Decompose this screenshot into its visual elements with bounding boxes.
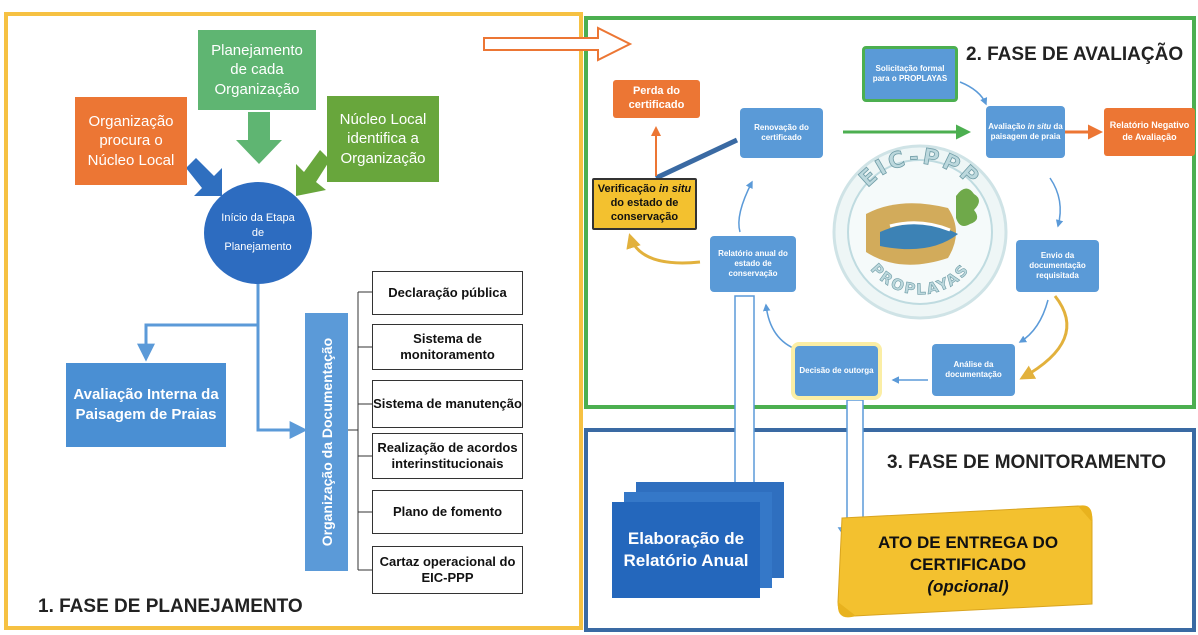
phase-transition-arrow [483, 26, 633, 62]
phase2-title: 2. FASE DE AVALIAÇÃO [966, 44, 1184, 65]
avaliacao-insitu-box: Avaliação in situ da paisagem de praia [986, 106, 1065, 158]
doc-item-cartaz: Cartaz operacional do EIC-PPP [372, 546, 523, 594]
ato-line3: (opcional) [927, 577, 1009, 597]
renovacao-box: Renovação do certificado [740, 108, 823, 158]
decisao-outorga-box: Decisão de outorga [795, 346, 878, 396]
ato-line2: CERTIFICADO [909, 554, 1027, 574]
verificacao-box: Verificação in situ do estado de conserv… [592, 178, 697, 230]
analise-documentacao-box: Análise da documentação [932, 344, 1015, 396]
phase1-frame [4, 12, 583, 630]
avaliacao-interna-box: Avaliação Interna da Paisagem de Praias [66, 363, 226, 447]
elaboracao-box: Elaboração de Relatório Anual [612, 502, 760, 598]
arrow-planejamento-down [236, 112, 282, 164]
nucleo-identifica-box: Núcleo Local identifica a Organização [327, 96, 439, 182]
inicio-circle: Início da Etapa de Planejamento [204, 182, 312, 284]
phase2-frame [584, 16, 1196, 409]
ato-entrega-box: ATO DE ENTREGA DO CERTIFICADO (opcional) [850, 520, 1086, 610]
arrow-relatorio-anual-down [724, 295, 764, 514]
doc-item-monitoramento: Sistema de monitoramento [372, 324, 523, 370]
ato-line1: ATO DE ENTREGA DO [877, 532, 1059, 552]
arrow-org-procura [186, 158, 222, 196]
perda-certificado-box: Perda do certificado [613, 80, 700, 118]
doc-item-manutencao: Sistema de manutenção [372, 380, 523, 428]
phase3-frame [584, 428, 1196, 632]
org-documentacao-bar: Organização da Documentação [305, 313, 348, 571]
relatorio-anual-conservacao-box: Relatório anual do estado de conservação [710, 236, 796, 292]
arrow-nucleo-local [296, 150, 330, 196]
solicitacao-box: Solicitação formal para o PROPLAYAS [862, 46, 958, 102]
planejamento-box: Planejamento de cada Organização [198, 30, 316, 110]
relatorio-negativo-box: Relatório Negativo de Avaliação [1104, 108, 1195, 156]
phase3-title: 3. FASE DE MONITORAMENTO [887, 452, 1167, 473]
phase1-title: 1. FASE DE PLANEJAMENTO [38, 596, 303, 617]
doc-item-declaracao: Declaração pública [372, 271, 523, 315]
doc-item-acordos: Realização de acordos interinstitucionai… [372, 433, 523, 479]
doc-item-fomento: Plano de fomento [372, 490, 523, 534]
org-documentacao-label: Organização da Documentação [318, 337, 335, 547]
envio-documentacao-box: Envio da documentação requisitada [1016, 240, 1099, 292]
org-procura-box: Organização procura o Núcleo Local [75, 97, 187, 185]
